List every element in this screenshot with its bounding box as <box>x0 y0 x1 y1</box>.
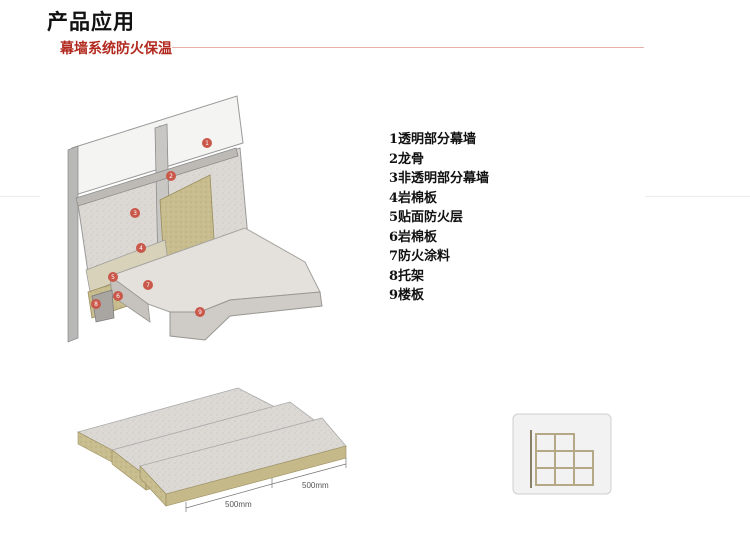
rock-wool-boards-illustration: 500mm 500mm <box>76 387 347 512</box>
marker-5-label: 5 <box>111 274 115 281</box>
subtitle-divider <box>172 47 644 48</box>
legend-item: 4岩棉板 <box>389 190 438 206</box>
marker-8 <box>91 299 101 309</box>
legend-item: 2龙骨 <box>389 151 425 167</box>
marker-9 <box>195 307 205 317</box>
marker-4-label: 4 <box>139 245 143 252</box>
marker-2 <box>166 171 176 181</box>
grid-application-icon <box>512 413 612 495</box>
marker-6 <box>113 291 123 301</box>
marker-1 <box>202 138 212 148</box>
marker-5 <box>108 272 118 282</box>
legend-item: 8托架 <box>389 268 425 284</box>
dimension-line-right <box>271 463 347 485</box>
section-subtitle: 幕墙系统防火保温 <box>60 41 172 57</box>
legend-item: 9楼板 <box>389 288 425 303</box>
dimension-label-left: 500mm <box>225 500 252 509</box>
legend-item: 5贴面防火层 <box>389 210 464 225</box>
wall-side-frame <box>67 145 79 343</box>
marker-9-label: 9 <box>198 309 202 316</box>
page-title: 产品应用 <box>47 9 135 34</box>
marker-1-label: 1 <box>205 140 209 147</box>
left-divider <box>0 196 40 197</box>
diagram-markers: 1 2 3 4 5 6 7 8 9 <box>91 138 212 317</box>
floor-slab-left-edge <box>109 275 151 323</box>
bracket <box>91 289 115 323</box>
marker-7 <box>143 280 153 290</box>
legend-item: 7防火涂料 <box>389 249 451 264</box>
icon-frame <box>512 413 612 495</box>
dimension-label-right: 500mm <box>302 481 329 490</box>
legend-item: 6岩棉板 <box>389 229 438 245</box>
grid-cell <box>573 467 594 486</box>
marker-4 <box>136 243 146 253</box>
marker-3 <box>130 208 140 218</box>
legend-item: 3非透明部分幕墙 <box>389 171 490 186</box>
curtain-wall-diagram: 1 2 3 4 5 6 7 8 9 <box>67 95 323 343</box>
right-divider <box>645 196 750 197</box>
marker-6-label: 6 <box>116 293 120 300</box>
horizontal-transom <box>75 147 239 207</box>
marker-8-label: 8 <box>94 301 98 308</box>
legend-item: 1透明部分幕墙 <box>389 132 477 147</box>
dimension-line-left <box>185 483 273 509</box>
marker-3-label: 3 <box>133 210 137 217</box>
component-legend: 1透明部分幕墙 2龙骨 3非透明部分幕墙 4岩棉板 5贴面防火层 6岩棉板 7防… <box>389 130 489 306</box>
floor-slab-edge <box>169 291 323 341</box>
marker-7-label: 7 <box>146 282 150 289</box>
marker-2-label: 2 <box>169 173 173 180</box>
